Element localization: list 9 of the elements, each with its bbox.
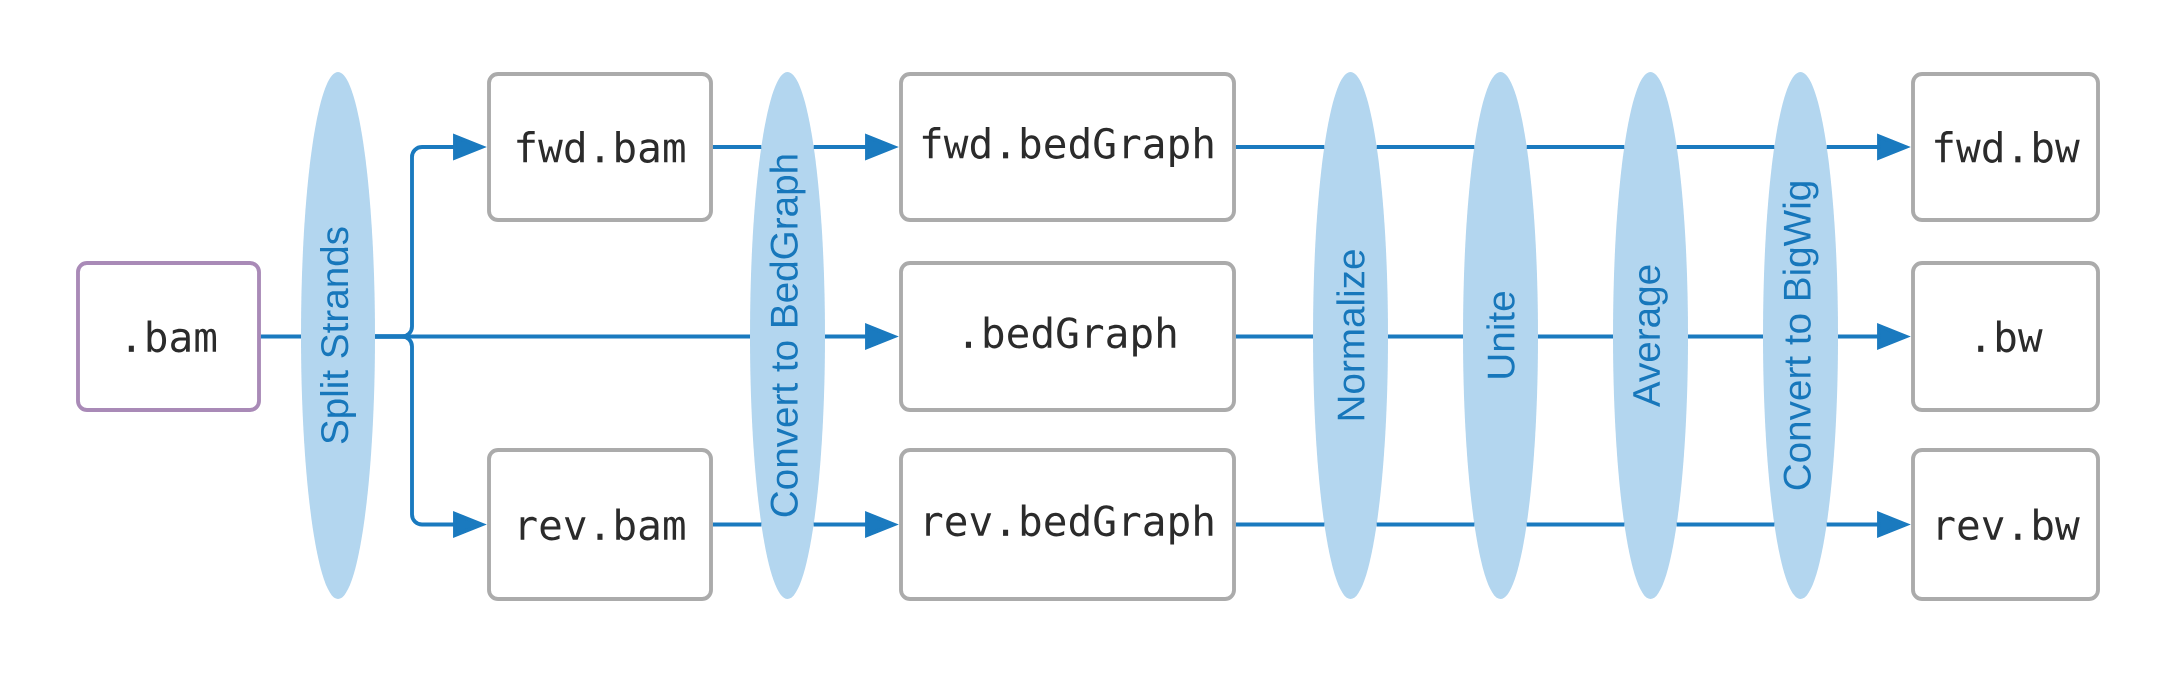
file-box: rev.bedGraph xyxy=(899,448,1236,601)
file-box: rev.bw xyxy=(1911,448,2100,601)
file-box: .bam xyxy=(76,261,261,412)
file-box: fwd.bw xyxy=(1911,72,2100,222)
file-box: rev.bam xyxy=(487,448,713,601)
file-box: fwd.bam xyxy=(487,72,713,222)
file-box: fwd.bedGraph xyxy=(899,72,1236,222)
file-box: .bw xyxy=(1911,261,2100,412)
file-box: .bedGraph xyxy=(899,261,1236,412)
